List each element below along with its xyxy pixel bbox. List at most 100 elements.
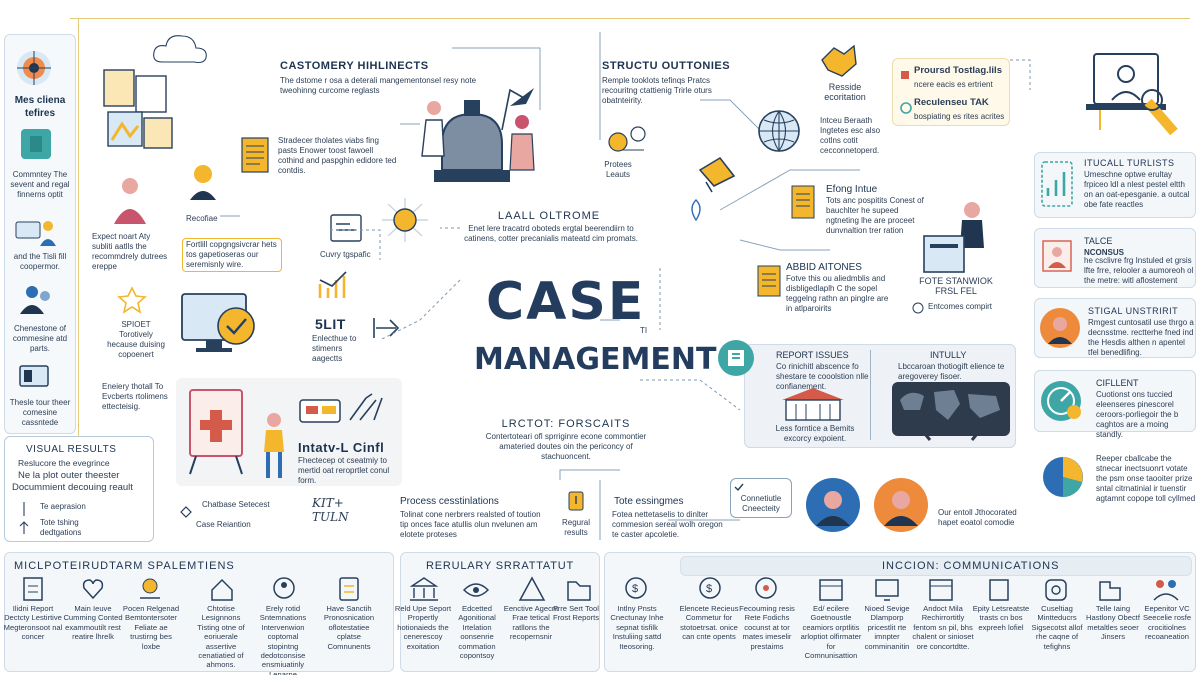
visual-results-box (4, 436, 154, 542)
intatve-body: Fhectecep ot cseatmiy to mertid oat rero… (298, 456, 390, 485)
intceu-text: Intceu Beraath Ingtetes esc also cotlns … (820, 116, 881, 155)
bottom-col-5: Erely rotid Sntemnations Intervenwion co… (259, 604, 307, 675)
report-body: Co rinichitl abscence fo shestare te coo… (776, 362, 869, 391)
less-text: Less forntice a Bemits excorcy expoient. (775, 424, 855, 443)
management-title: MANAGEMENT (474, 342, 717, 377)
bottom-col-4: Chtotise Lesignnons Tisting otne of eori… (197, 604, 245, 670)
results-item-2: Tote tshing dedtgations (40, 518, 82, 537)
left-item-3: Chenestone of commesine atd parts. (12, 324, 68, 353)
report-icon (718, 340, 754, 376)
bottom-right-header (680, 556, 1192, 576)
house-icon (211, 578, 233, 601)
our-entail-text: Our entoll Jthocorated hapet eoatol como… (938, 508, 1017, 527)
worker-icon (190, 165, 216, 200)
clipboard-list-icon (339, 577, 359, 601)
right-item-2-head: TALCE (1084, 236, 1113, 246)
bottom-col-18: Cuseltiag Mintteducrs Sigsecotst allof r… (1031, 604, 1083, 651)
bottom-col-1: Ilidni Report Dectcty Lestirtive Megtero… (3, 604, 63, 642)
bottom-col-16: Andoct Mila Rechirrortitly fentom sn pil… (912, 604, 974, 651)
case-relation-label: Case Reiantion (196, 520, 251, 529)
bottom-col-12: Elencete Recieus Commetur for stotoetrsa… (679, 604, 739, 642)
handshake-icon (821, 44, 857, 77)
intuly-heading: INTULLY (930, 350, 967, 360)
fote-sub: Entcomes compirt (928, 302, 993, 311)
toolbox-icon (299, 399, 341, 423)
protot-body: Contertoteari ofl sprriginre econe commo… (485, 432, 647, 461)
chatbase-icon (180, 506, 192, 518)
abbid-heading: ABBID AITONES (786, 262, 862, 273)
left-item-2: and the Tisli fill coopermor. (13, 252, 67, 271)
bottom-col-9: Eenctive Agecnt Frae tetical ratllons th… (503, 604, 559, 642)
report-heading: REPORT ISSUES (776, 350, 849, 360)
strategy-avatar-icon (1040, 308, 1080, 348)
laptop-person-icon (15, 221, 56, 246)
team-bell-icon (421, 88, 535, 182)
abbid-doc-icon (757, 265, 781, 297)
spiort-text: SPIOET Torotively hecause duising copoen… (107, 320, 165, 359)
slit-label: 5LIT (315, 316, 346, 332)
monitor-icon (19, 365, 49, 387)
right-item-1-box (1034, 152, 1196, 218)
bottom-left-panel (4, 552, 394, 672)
square-icon (989, 579, 1009, 601)
tools-icon (349, 393, 383, 421)
bottom-mid-panel (400, 552, 600, 672)
bottom-col-10: Frre Sert Tool Frost Reports (553, 604, 599, 623)
bottom-col-8: Edcetted Agonitional Irtelation oonsenri… (458, 604, 496, 661)
efong-body: Tots anc pospitits Conest of bauchlter h… (826, 196, 924, 235)
customer-body: The dstome r osa a deterali mangementons… (280, 76, 477, 95)
slit-body: Enlecthue to stimenrs aagectts (312, 334, 357, 363)
profile-card-icon (1042, 240, 1072, 272)
bottom-col-17: Epity Letsreatste trasts cn bos expreeh … (972, 604, 1030, 632)
connectity-box (730, 478, 792, 518)
avatar-blue (806, 478, 860, 532)
visual-results-heading: VISUAL RESULTS (26, 444, 117, 455)
dollar-circle-icon: $ (699, 577, 721, 599)
callout-text: Fortlill copgngsivcrar hets tos gapetios… (186, 240, 277, 269)
customer-heading: CASTOMERY HIHLINECTS (280, 60, 429, 72)
bottom-col-14: Ed/ ecilere Goetnoustle ceamiors orptlit… (800, 604, 862, 661)
tote-heading: Tote essingmes (614, 496, 684, 507)
outcome-body: Enet lere tracatrd oboteds ergtal beeren… (464, 224, 638, 243)
world-map-icon (892, 382, 1010, 441)
svg-text:$: $ (706, 583, 712, 595)
bank-icon (409, 577, 439, 601)
left-rule (78, 18, 79, 538)
results-line-2: Ne la plot outer theester (18, 470, 120, 481)
person-circle-icon (273, 577, 295, 599)
bottom-col-7: Reld Upe Seport Propertly hotionaieds th… (394, 604, 452, 651)
protot-heading: LRCTOT: FORSCAITS (501, 418, 631, 430)
right-item-3-head: STIGAL UNSTRIRIT (1088, 306, 1179, 316)
building-icon (782, 388, 844, 421)
triangle-icon (518, 576, 546, 601)
checked-monitor-icon (181, 293, 255, 352)
efong-doc-icon (791, 185, 815, 219)
reside-label: Resside ecoritation (824, 82, 866, 102)
structure-body: Remple tooklots tefinqs Pratcs recouritn… (602, 76, 712, 105)
badge-icon (117, 286, 147, 314)
paper-plane-icon (510, 88, 534, 106)
proursd-mark-icon (901, 71, 909, 79)
group-icon (1153, 580, 1179, 601)
globe-icon (758, 110, 800, 153)
puzzle-icon (21, 129, 51, 159)
bottom-col-13: Fecouming resis Rete Fodichs cocunst at … (739, 604, 795, 651)
folder-icon (567, 581, 591, 601)
chatbase-label: Chatbase Setecest (202, 500, 270, 509)
report-doc-icon (23, 577, 43, 601)
bottom-col-20: Eepenitor VC Seecelie rosfe crocitiolnes… (1142, 604, 1192, 642)
laptop-user-icon (1086, 53, 1178, 136)
right-item-1-body: Umeschne optwe erultay frpiceo ldl a nle… (1084, 170, 1190, 209)
right-item-2-body: he csclivre frg Instuled et grsis lfte f… (1084, 256, 1194, 285)
bottom-left-heading: MICLPOTEIRUDTARM SPALEMTIENS (14, 560, 235, 572)
case-title: CASE (486, 272, 646, 332)
presenter-icon (264, 413, 284, 478)
clipboard-icon (330, 214, 362, 242)
results-line-1: Reslucore the evegrince (18, 458, 110, 468)
kit-label: KIT+ TULN (312, 496, 349, 524)
proursd-line-3: Reculenseu TAK (914, 97, 989, 108)
bottom-col-15: Nioed Sevige Dlamporp pricestlit rte imn… (864, 604, 910, 651)
svg-text:$: $ (632, 583, 638, 595)
bottom-col-2: Main Ieuve Cumming Conted exammoutilt re… (63, 604, 123, 642)
